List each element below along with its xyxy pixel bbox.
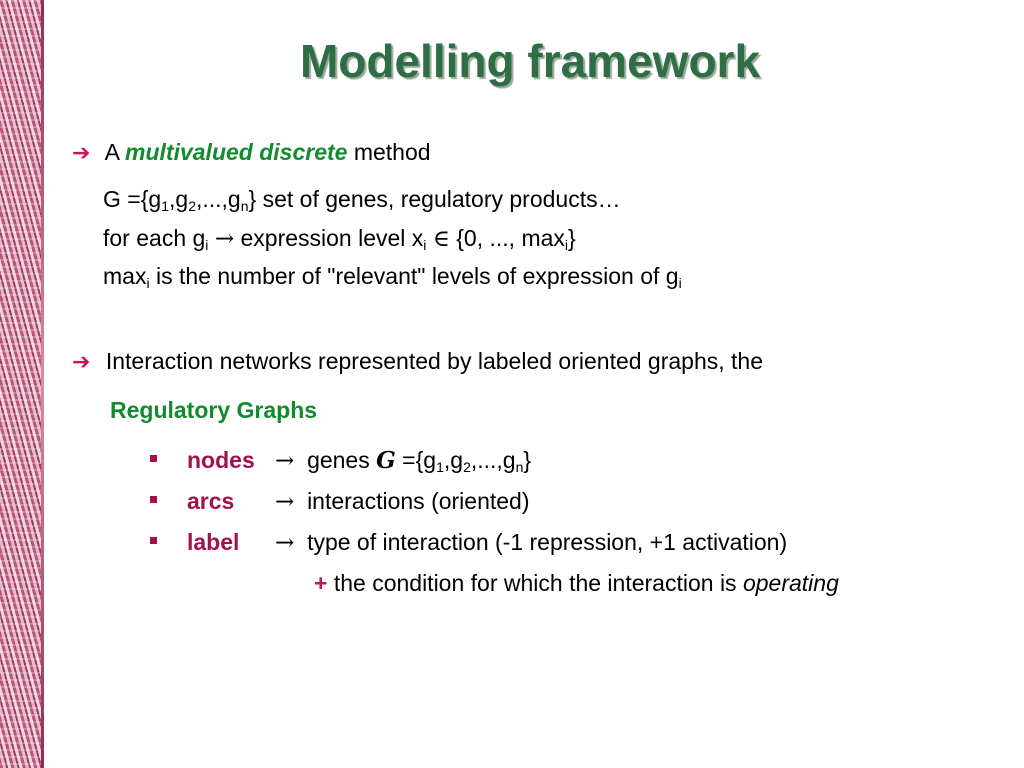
sub-i: i xyxy=(205,237,209,253)
genes-lhs: G = xyxy=(103,186,141,212)
sub-n: n xyxy=(240,198,249,214)
maps-to-arrow-icon: → xyxy=(214,226,235,252)
sub-i-2: i xyxy=(423,237,427,253)
maps-to-arrow-icon: → xyxy=(275,530,295,556)
set-close: } xyxy=(248,186,257,212)
keyword-nodes: nodes xyxy=(187,447,255,473)
right-arrow-icon: ➔ xyxy=(72,349,91,374)
maps-to-arrow-icon: → xyxy=(275,489,295,515)
level-set-open: {0, ..., max xyxy=(456,225,565,251)
bullet1-prefix: A xyxy=(104,139,119,165)
nodes-ellipsis: ,...,g xyxy=(470,447,516,473)
condition-emphasis: operating xyxy=(742,570,839,596)
nodes-text: genes xyxy=(307,447,370,473)
square-bullet-icon xyxy=(150,537,157,545)
bullet1-suffix: method xyxy=(353,139,431,165)
square-bullet-icon xyxy=(150,496,157,504)
label-text: type of interaction (-1 repression, +1 a… xyxy=(307,529,788,555)
regulatory-graphs-label: Regulatory Graphs xyxy=(110,397,318,423)
set-ellipsis: ,...,g xyxy=(195,186,241,212)
nodes-sep-1: ,g xyxy=(443,447,464,473)
level-text-1: for each g xyxy=(103,225,206,251)
condition-text: the condition for which the interaction … xyxy=(333,570,737,596)
sub-item-label: label → type of interaction (-1 repressio… xyxy=(150,528,787,557)
square-bullet-icon xyxy=(150,455,157,463)
set-sep-1: ,g xyxy=(169,186,189,212)
condition-line: + the condition for which the interactio… xyxy=(314,569,839,597)
sub-1: 1 xyxy=(436,459,444,475)
max-levels-line: maxi is the number of "relevant" levels … xyxy=(103,262,682,290)
maps-to-arrow-icon: → xyxy=(275,448,295,474)
gene-set-symbol: G xyxy=(376,447,396,474)
sub-1: 1 xyxy=(161,198,169,214)
nodes-set-open: ={g xyxy=(402,447,437,473)
sub-item-nodes: nodes → genes G ={g1,g2,...,gn} xyxy=(150,446,531,475)
genes-description: set of genes, regulatory products… xyxy=(262,186,621,212)
sub-i: i xyxy=(146,275,150,291)
bullet2-text: Interaction networks represented by labe… xyxy=(105,348,764,374)
sub-2: 2 xyxy=(463,459,471,475)
genes-set-line: G ={g1,g2,...,gn} set of genes, regulato… xyxy=(103,185,621,213)
sub-n: n xyxy=(515,459,524,475)
max-text-2: is the number of "relevant" levels of ex… xyxy=(155,263,679,289)
max-text-1: max xyxy=(103,263,147,289)
page-title: Modelling framework xyxy=(299,35,761,87)
bullet-multivalued: ➔ A multivalued discrete method xyxy=(72,138,431,167)
sub-i-2: i xyxy=(678,275,682,291)
decorative-border xyxy=(0,0,44,768)
sub-item-arcs: arcs → interactions (oriented) xyxy=(150,487,530,516)
bullet-interaction-networks: ➔ Interaction networks represented by la… xyxy=(72,347,763,376)
right-arrow-icon: ➔ xyxy=(72,140,91,165)
level-set-close: } xyxy=(568,225,576,251)
level-text-2: expression level x xyxy=(240,225,424,251)
plus-icon: + xyxy=(314,570,328,596)
keyword-arcs: arcs xyxy=(187,488,235,514)
arcs-text: interactions (oriented) xyxy=(307,488,530,514)
nodes-set-close: } xyxy=(523,447,532,473)
bullet1-emphasis: multivalued discrete xyxy=(125,139,348,165)
sub-2: 2 xyxy=(188,198,196,214)
sub-i-3: i xyxy=(564,237,569,253)
set-open: {g xyxy=(140,186,162,212)
keyword-label: label xyxy=(187,529,240,555)
expression-level-line: for each gi → expression level xi ∈ {0, … xyxy=(103,224,576,253)
element-of-symbol: ∈ xyxy=(432,226,450,252)
